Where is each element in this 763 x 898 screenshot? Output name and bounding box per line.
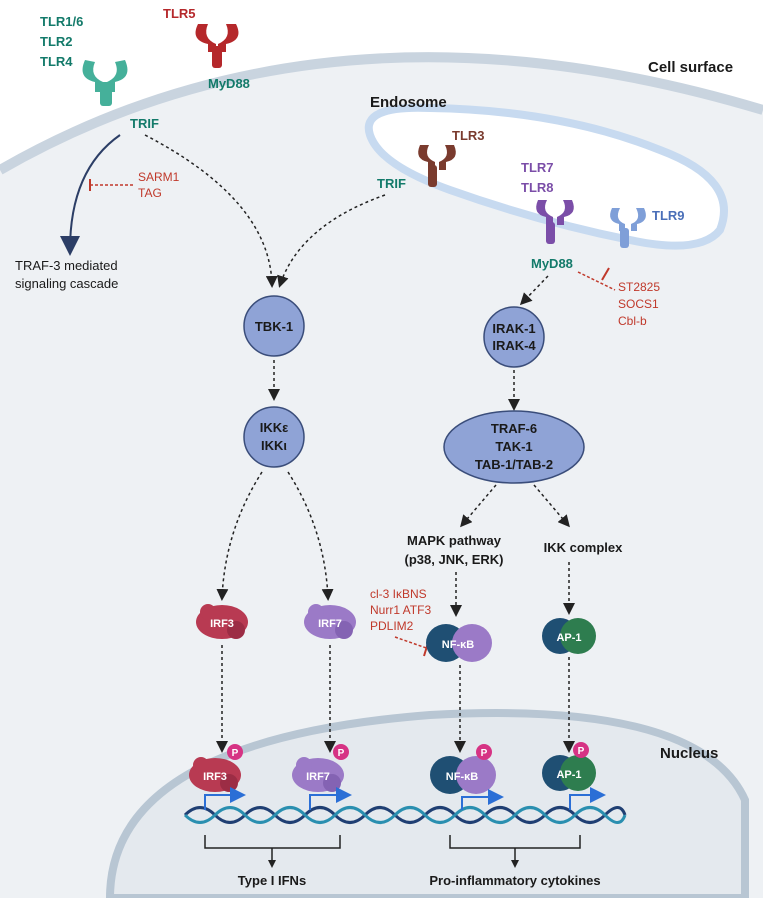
type1-ifns-label: Type I IFNs — [238, 873, 306, 888]
ap1-phospho-label: P — [578, 746, 585, 757]
irf3-nuclear-icon — [189, 757, 241, 792]
irf7-phospho-label: P — [338, 748, 345, 759]
cytokines-label: Pro-inflammatory cytokines — [429, 873, 600, 888]
nfkb-cyto-icon — [426, 624, 492, 662]
irak1-label: IRAK-1 — [492, 321, 535, 336]
nfkb-phospho-label: P — [481, 748, 488, 759]
ap1-nuclear-label: AP-1 — [556, 769, 581, 781]
tlr-label-3: TLR4 — [40, 54, 73, 69]
inhibitor-nfkb-1: cl-3 IκBNS — [370, 587, 427, 601]
myd88-to-irak-arrow — [519, 275, 549, 306]
tlr5-icon — [195, 24, 239, 68]
irf7-phospho-icon — [333, 744, 349, 760]
tlr3-label: TLR3 — [452, 128, 485, 143]
tlr7-label: TLR7 — [521, 160, 554, 175]
irf7-nuclear-label: IRF7 — [306, 771, 330, 783]
traf6-to-mapk-arrow — [460, 484, 497, 528]
label-endosome: Endosome — [370, 94, 447, 111]
irak-node — [483, 306, 545, 368]
traf3-line1: TRAF-3 mediated — [15, 258, 118, 273]
tlr8-label: TLR8 — [521, 180, 554, 195]
ikk-node — [243, 406, 305, 468]
traf3-arrow — [60, 134, 121, 256]
tlr7-8-icon — [536, 200, 574, 244]
tbk1-label: TBK-1 — [255, 319, 293, 334]
irf7-cyto-icon — [304, 604, 356, 639]
nfkb-nuclear-label: NF-κB — [446, 771, 478, 783]
tlr-label-1: TLR1/6 — [40, 14, 83, 29]
ikk-to-irf3-arrow — [216, 471, 263, 601]
trif-endo-to-tbk1-arrow — [277, 194, 386, 288]
cell-membrane — [0, 52, 763, 175]
inhibitor-tag: TAG — [138, 186, 162, 200]
trif-to-tbk1-arrow — [144, 134, 278, 288]
ap1-nuclear-icon — [542, 755, 596, 791]
tab-label: TAB-1/TAB-2 — [475, 457, 553, 472]
nfkb-nuclear-icon — [430, 756, 496, 794]
irak4-label: IRAK-4 — [492, 338, 536, 353]
ap1-phospho-icon — [573, 742, 589, 758]
label-nucleus: Nucleus — [660, 745, 718, 762]
ap1-cyto-icon — [542, 618, 596, 654]
inhibitor-nfkb-2: Nurr1 ATF3 — [370, 603, 431, 617]
traf6-label: TRAF-6 — [491, 421, 537, 436]
ikk-to-irf7-arrow — [287, 471, 334, 601]
endosome — [364, 103, 728, 250]
inhibitor-st2825: ST2825 — [618, 280, 660, 294]
st2825-inhibition-line — [577, 271, 616, 291]
myd88-endosome-label: MyD88 — [531, 256, 573, 271]
nfkb-transcription-arrow — [461, 789, 504, 810]
tlr9-label: TLR9 — [652, 208, 685, 223]
tbk1-node — [243, 295, 305, 357]
mapk-line1: MAPK pathway — [407, 533, 502, 548]
ikke-label: IKKε — [260, 420, 289, 435]
st2825-inhibition-bar — [601, 267, 610, 281]
tlr5-label: TLR5 — [163, 6, 196, 21]
nfkb-cyto-label: NF-κB — [442, 639, 474, 651]
irf7-transcription-arrow — [309, 787, 352, 810]
tlr-surface-icon — [82, 60, 128, 106]
tlr3-icon — [418, 145, 456, 187]
cytokine-bracket — [449, 835, 581, 862]
ikk-complex-label: IKK complex — [544, 540, 624, 555]
irf3-phospho-label: P — [232, 748, 239, 759]
irf3-cyto-label: IRF3 — [210, 618, 234, 630]
trif-surface-label: TRIF — [130, 116, 159, 131]
inhibitor-cblb: Cbl-b — [618, 314, 647, 328]
cytokine-bracket-arrowhead — [511, 860, 519, 868]
inhibitor-nfkb-3: PDLIM2 — [370, 619, 414, 633]
dna-helix — [183, 806, 627, 824]
irf3-phospho-icon — [227, 744, 243, 760]
myd88-surface-label: MyD88 — [208, 76, 250, 91]
cytoplasm — [0, 57, 763, 898]
irf3-transcription-arrow — [204, 787, 246, 810]
mapk-line2: (p38, JNK, ERK) — [405, 552, 504, 567]
traf6-to-ikkc-arrow — [533, 484, 570, 528]
traf6-node — [443, 410, 585, 484]
ikki-label: IKKι — [261, 438, 287, 453]
tlr-label-2: TLR2 — [40, 34, 73, 49]
inhibitor-sarm1: SARM1 — [138, 170, 180, 184]
ap1-cyto-label: AP-1 — [556, 632, 581, 644]
ifn-bracket-arrowhead — [268, 860, 276, 868]
irf3-cyto-icon — [196, 604, 248, 639]
nfkb-phospho-icon — [476, 744, 492, 760]
trif-endosome-label: TRIF — [377, 176, 406, 191]
ap1-transcription-arrow — [569, 787, 606, 810]
tak1-label: TAK-1 — [495, 439, 532, 454]
ifn-bracket — [204, 835, 341, 862]
traf3-line2: signaling cascade — [15, 276, 118, 291]
label-cell-surface: Cell surface — [648, 59, 733, 76]
irf7-cyto-label: IRF7 — [318, 618, 342, 630]
irf3-nuclear-label: IRF3 — [203, 771, 227, 783]
inhibitor-socs1: SOCS1 — [618, 297, 659, 311]
tlr9-icon — [610, 208, 646, 248]
